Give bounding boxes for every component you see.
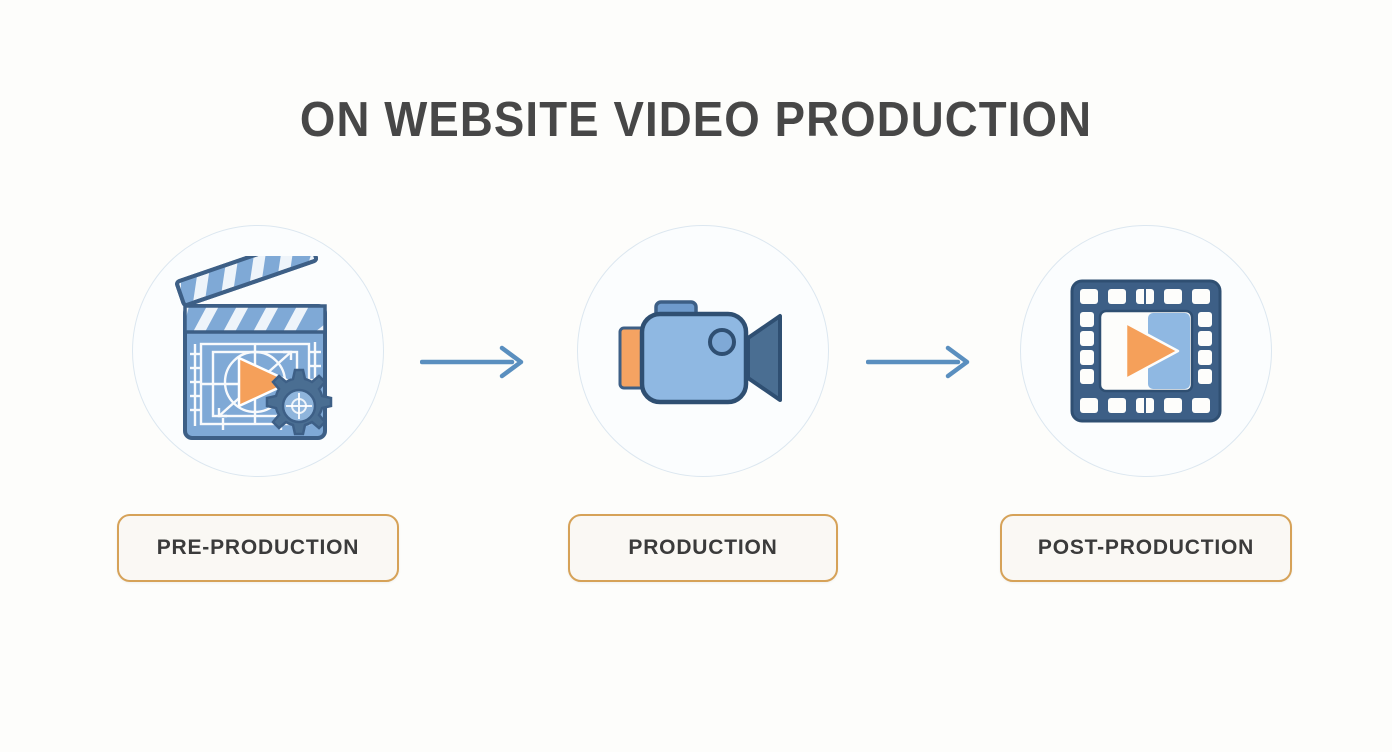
step-label-text: PRE-PRODUCTION: [156, 536, 360, 559]
step-icon-circle: [132, 225, 384, 477]
step-label-post-production[interactable]: POST-PRODUCTION: [1000, 514, 1292, 582]
step-production[interactable]: PRODUCTION: [543, 225, 863, 582]
step-label-pre-production[interactable]: PRE-PRODUCTION: [117, 514, 399, 582]
step-icon-circle: [1020, 225, 1272, 477]
arrow-right-icon-2: [865, 345, 976, 379]
step-post-production[interactable]: POST-PRODUCTION: [986, 225, 1306, 582]
video-camera-icon: [577, 225, 829, 477]
step-icon-circle: [577, 225, 829, 477]
step-label-text: POST-PRODUCTION: [1037, 536, 1255, 559]
clapperboard-blueprint-gear-icon: [132, 225, 384, 477]
arrow-right-icon-1: [419, 345, 530, 379]
film-frame-play-icon: [1020, 225, 1272, 477]
step-label-production[interactable]: PRODUCTION: [568, 514, 838, 582]
page-title: ON WEBSITE VIDEO PRODUCTION: [299, 93, 1093, 147]
process-steps: PRE-PRODUCTION: [0, 225, 1392, 605]
step-label-text: PRODUCTION: [628, 536, 778, 559]
step-pre-production[interactable]: PRE-PRODUCTION: [98, 225, 418, 582]
